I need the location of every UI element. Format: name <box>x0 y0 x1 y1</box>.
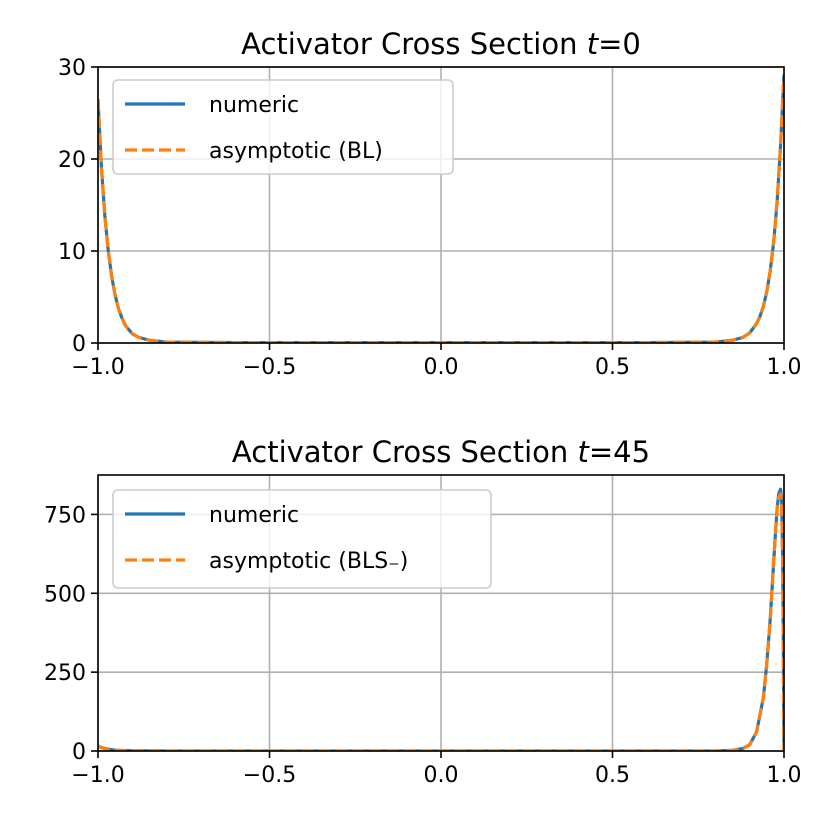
x-tick-label: −0.5 <box>243 763 296 788</box>
chart-title-variable: t <box>587 27 600 61</box>
legend-box <box>112 79 454 175</box>
chart-title: Activator Cross Section t=45 <box>232 435 650 469</box>
chart-title-variable: t <box>578 435 591 469</box>
chart-title-prefix: Activator Cross Section <box>241 27 587 61</box>
subplot-2: Activator Cross Section t=45 −1.0 −0.5 0.0 0… <box>44 435 802 788</box>
x-tick-label: −0.5 <box>243 355 296 380</box>
x-tick-label: 0.5 <box>595 763 630 788</box>
x-tick-label: 0.0 <box>424 355 459 380</box>
x-tick-label: −1.0 <box>71 763 124 788</box>
y-tick-label: 20 <box>58 148 86 173</box>
x-tick-label: −1.0 <box>71 355 124 380</box>
y-tick-label: 750 <box>44 503 86 528</box>
y-tick-label: 0 <box>72 740 86 765</box>
legend-label-2: asymptotic (BL) <box>209 139 383 164</box>
y-tick-label: 0 <box>72 332 86 357</box>
legend-box <box>112 489 492 589</box>
legend: numeric asymptotic (BLS₋) <box>112 489 492 589</box>
chart-title-suffix: =0 <box>598 27 641 61</box>
x-tick-label: 0.5 <box>595 355 630 380</box>
chart-title-suffix: =45 <box>589 435 650 469</box>
x-tick-label: 1.0 <box>767 355 802 380</box>
legend: numeric asymptotic (BL) <box>112 79 454 175</box>
subplot-1: Activator Cross Section t=0 −1.0 −0.5 0.0 0.… <box>58 27 802 380</box>
y-tick-label: 500 <box>44 582 86 607</box>
legend-label-2: asymptotic (BLS₋) <box>209 549 408 574</box>
y-tick-label: 250 <box>44 661 86 686</box>
x-tick-label: 1.0 <box>767 763 802 788</box>
legend-label-1: numeric <box>209 503 299 528</box>
chart-title-prefix: Activator Cross Section <box>232 435 578 469</box>
legend-label-1: numeric <box>209 93 299 118</box>
chart-title: Activator Cross Section t=0 <box>241 27 641 61</box>
y-tick-label: 30 <box>58 56 86 81</box>
x-tick-label: 0.0 <box>424 763 459 788</box>
y-tick-label: 10 <box>58 240 86 265</box>
